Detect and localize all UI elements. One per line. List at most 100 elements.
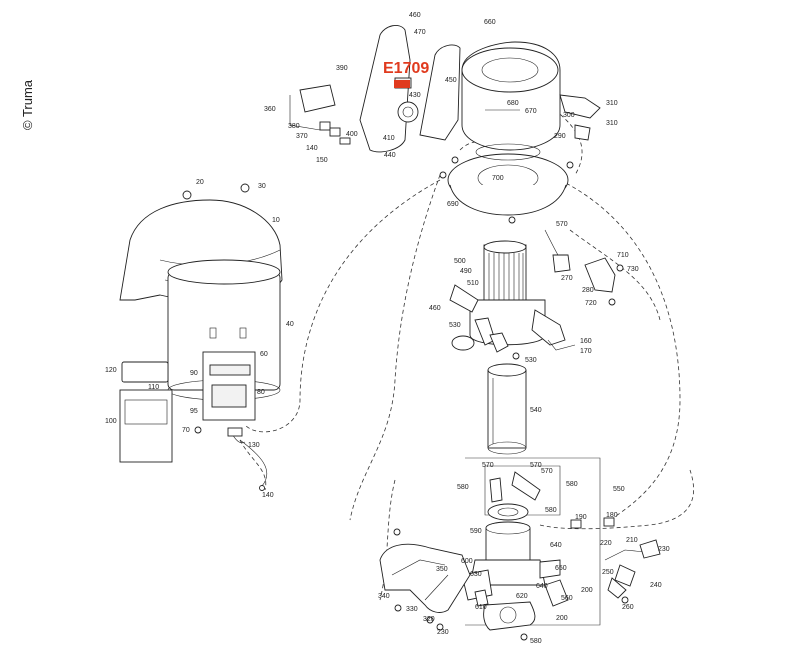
label-360: 360: [264, 106, 276, 113]
label-290: 290: [554, 133, 566, 140]
label-700: 700: [492, 175, 504, 182]
label-630: 630: [470, 571, 482, 578]
label-550: 550: [613, 486, 625, 493]
burner-head-590: [487, 503, 529, 521]
label-100: 100: [105, 418, 117, 425]
label-20: 20: [196, 179, 204, 186]
label-300: 300: [563, 112, 575, 119]
label-580-d: 580: [530, 638, 542, 645]
cover-440: [359, 24, 411, 153]
label-730: 730: [627, 266, 639, 273]
part-labels: 10 20 30 40 60 70 80 90 95 100 110 120 1…: [105, 12, 670, 645]
label-260: 260: [622, 604, 634, 611]
combustion-chamber-group: [449, 216, 624, 360]
label-610: 610: [475, 604, 487, 611]
label-650: 650: [555, 565, 567, 572]
label-350: 350: [436, 566, 448, 573]
label-130: 130: [248, 442, 260, 449]
wiring-paths: [239, 109, 694, 601]
label-620: 620: [516, 593, 528, 600]
control-panel-100: [119, 389, 173, 463]
label-370: 370: [296, 133, 308, 140]
label-140-top: 140: [306, 145, 318, 152]
label-40: 40: [286, 321, 294, 328]
air-intake-group: [379, 528, 471, 631]
label-150: 150: [316, 157, 328, 164]
fan-wheel-430: [397, 101, 419, 123]
label-95: 95: [190, 408, 198, 415]
label-180: 180: [606, 512, 618, 519]
label-450: 450: [445, 77, 457, 84]
label-340: 340: [378, 593, 390, 600]
fan-housing-620: [483, 601, 536, 631]
label-680: 680: [507, 100, 519, 107]
label-120: 120: [105, 367, 117, 374]
label-670: 670: [525, 108, 537, 115]
air-intake-350: [379, 543, 471, 613]
label-660: 660: [484, 19, 496, 26]
label-110: 110: [148, 384, 159, 391]
label-330: 330: [406, 606, 418, 613]
label-70: 70: [182, 427, 190, 434]
label-310-b: 310: [606, 120, 618, 127]
label-640-a: 640: [550, 542, 562, 549]
outer-casing-group: [119, 183, 283, 491]
label-500: 500: [454, 258, 466, 265]
sensor-cluster-group: [570, 517, 661, 604]
label-210: 210: [626, 537, 638, 544]
label-490: 490: [460, 268, 472, 275]
label-80: 80: [257, 389, 265, 396]
label-160: 160: [580, 338, 592, 345]
label-570-c: 570: [541, 468, 553, 475]
label-580-b: 580: [566, 481, 578, 488]
label-510: 510: [467, 280, 479, 287]
label-560: 560: [561, 595, 573, 602]
label-570-a: 570: [482, 462, 494, 469]
heat-exchanger-top-group: [439, 41, 601, 216]
label-220: 220: [600, 540, 612, 547]
port-530: [449, 284, 479, 313]
label-90: 90: [190, 370, 198, 377]
label-720: 720: [585, 300, 597, 307]
label-540: 540: [530, 407, 542, 414]
label-600: 600: [461, 558, 473, 565]
label-10: 10: [272, 217, 280, 224]
label-190: 190: [575, 514, 587, 521]
label-380: 380: [288, 123, 300, 130]
label-230-right: 230: [658, 546, 670, 553]
bracket-280: [584, 257, 616, 293]
sensor-180: [603, 517, 615, 527]
label-710: 710: [617, 252, 629, 259]
label-590: 590: [470, 528, 482, 535]
label-690: 690: [447, 201, 459, 208]
label-270: 270: [561, 275, 573, 282]
sensor-190: [570, 519, 582, 529]
label-60: 60: [260, 351, 268, 358]
motor-360: [299, 84, 336, 113]
label-200-b: 200: [556, 615, 568, 622]
label-30: 30: [258, 183, 266, 190]
sensor-270: [552, 254, 571, 273]
flue-tube-540: [487, 369, 527, 449]
label-310-a: 310: [606, 100, 618, 107]
cover-450: [419, 44, 461, 141]
label-530-left: 530: [449, 322, 461, 329]
burner-group: [461, 457, 601, 641]
label-280: 280: [582, 287, 594, 294]
label-460-top: 460: [409, 12, 421, 19]
error-code-callout: E1709: [383, 60, 430, 77]
label-440: 440: [384, 152, 396, 159]
nozzle-610: [474, 589, 489, 607]
cover-plate-120: [121, 361, 169, 383]
flue-tube-group: [487, 363, 527, 455]
label-200-a: 200: [581, 587, 593, 594]
label-140-left: 140: [262, 492, 274, 499]
label-580-c: 580: [545, 507, 557, 514]
label-530-bottom: 530: [525, 357, 537, 364]
label-460-mid: 460: [429, 305, 441, 312]
label-570-b: 570: [530, 462, 542, 469]
highlighted-part-marker: [394, 80, 410, 88]
label-250: 250: [602, 569, 614, 576]
